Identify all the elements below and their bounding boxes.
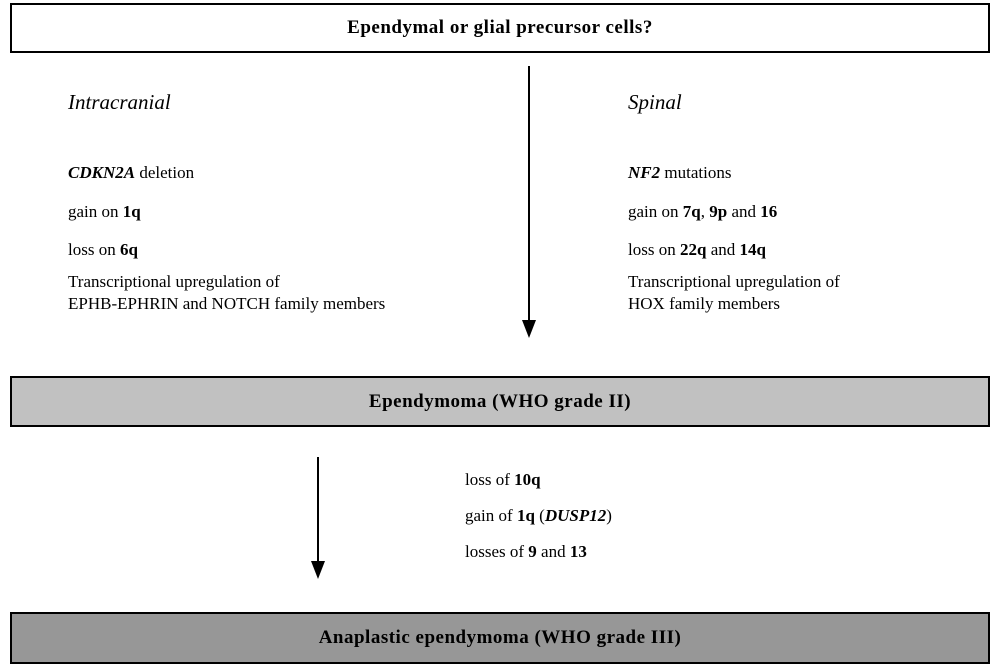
spinal-alteration-upregulation: Transcriptional upregulation of HOX fami…: [628, 272, 840, 313]
progression-losses-9-13: losses of 9 and 13: [465, 542, 587, 561]
intracranial-heading: Intracranial: [68, 90, 171, 114]
arrow-down-ependymoma-to-anaplastic-icon: [311, 457, 325, 579]
progression-loss-10q: loss of 10q: [465, 470, 541, 489]
anaplastic-ependymoma-box: Anaplastic ependymoma (WHO grade III): [10, 612, 990, 664]
gene-nf2: NF2: [628, 163, 661, 182]
progression-gain-1q: gain of 1q (DUSP12): [465, 506, 612, 525]
arrow-down-precursor-to-ependymoma-icon: [522, 66, 536, 338]
intracranial-alteration-upregulation: Transcriptional upregulation of EPHB-EPH…: [68, 272, 386, 313]
anaplastic-ependymoma-label: Anaplastic ependymoma (WHO grade III): [318, 627, 682, 648]
ependymoma-label: Ependymoma (WHO grade II): [368, 390, 632, 412]
intracranial-alteration-gain: gain on 1q: [68, 202, 141, 221]
precursor-cells-label: Ependymal or glial precursor cells?: [347, 17, 653, 38]
gene-cdkn2a: CDKN2A: [68, 163, 136, 182]
intracranial-alteration-cdkn2a: CDKN2A deletion: [68, 163, 195, 182]
spinal-alteration-loss: loss on 22q and 14q: [628, 240, 766, 259]
intracranial-alteration-loss: loss on 6q: [68, 240, 138, 259]
precursor-cells-box: Ependymal or glial precursor cells?: [10, 3, 990, 53]
spinal-alteration-gain: gain on 7q, 9p and 16: [628, 202, 778, 221]
gene-dusp12: DUSP12: [544, 506, 607, 525]
spinal-alteration-nf2: NF2 mutations: [628, 163, 732, 182]
spinal-heading: Spinal: [628, 90, 682, 114]
ependymoma-box: Ependymoma (WHO grade II): [10, 376, 990, 427]
